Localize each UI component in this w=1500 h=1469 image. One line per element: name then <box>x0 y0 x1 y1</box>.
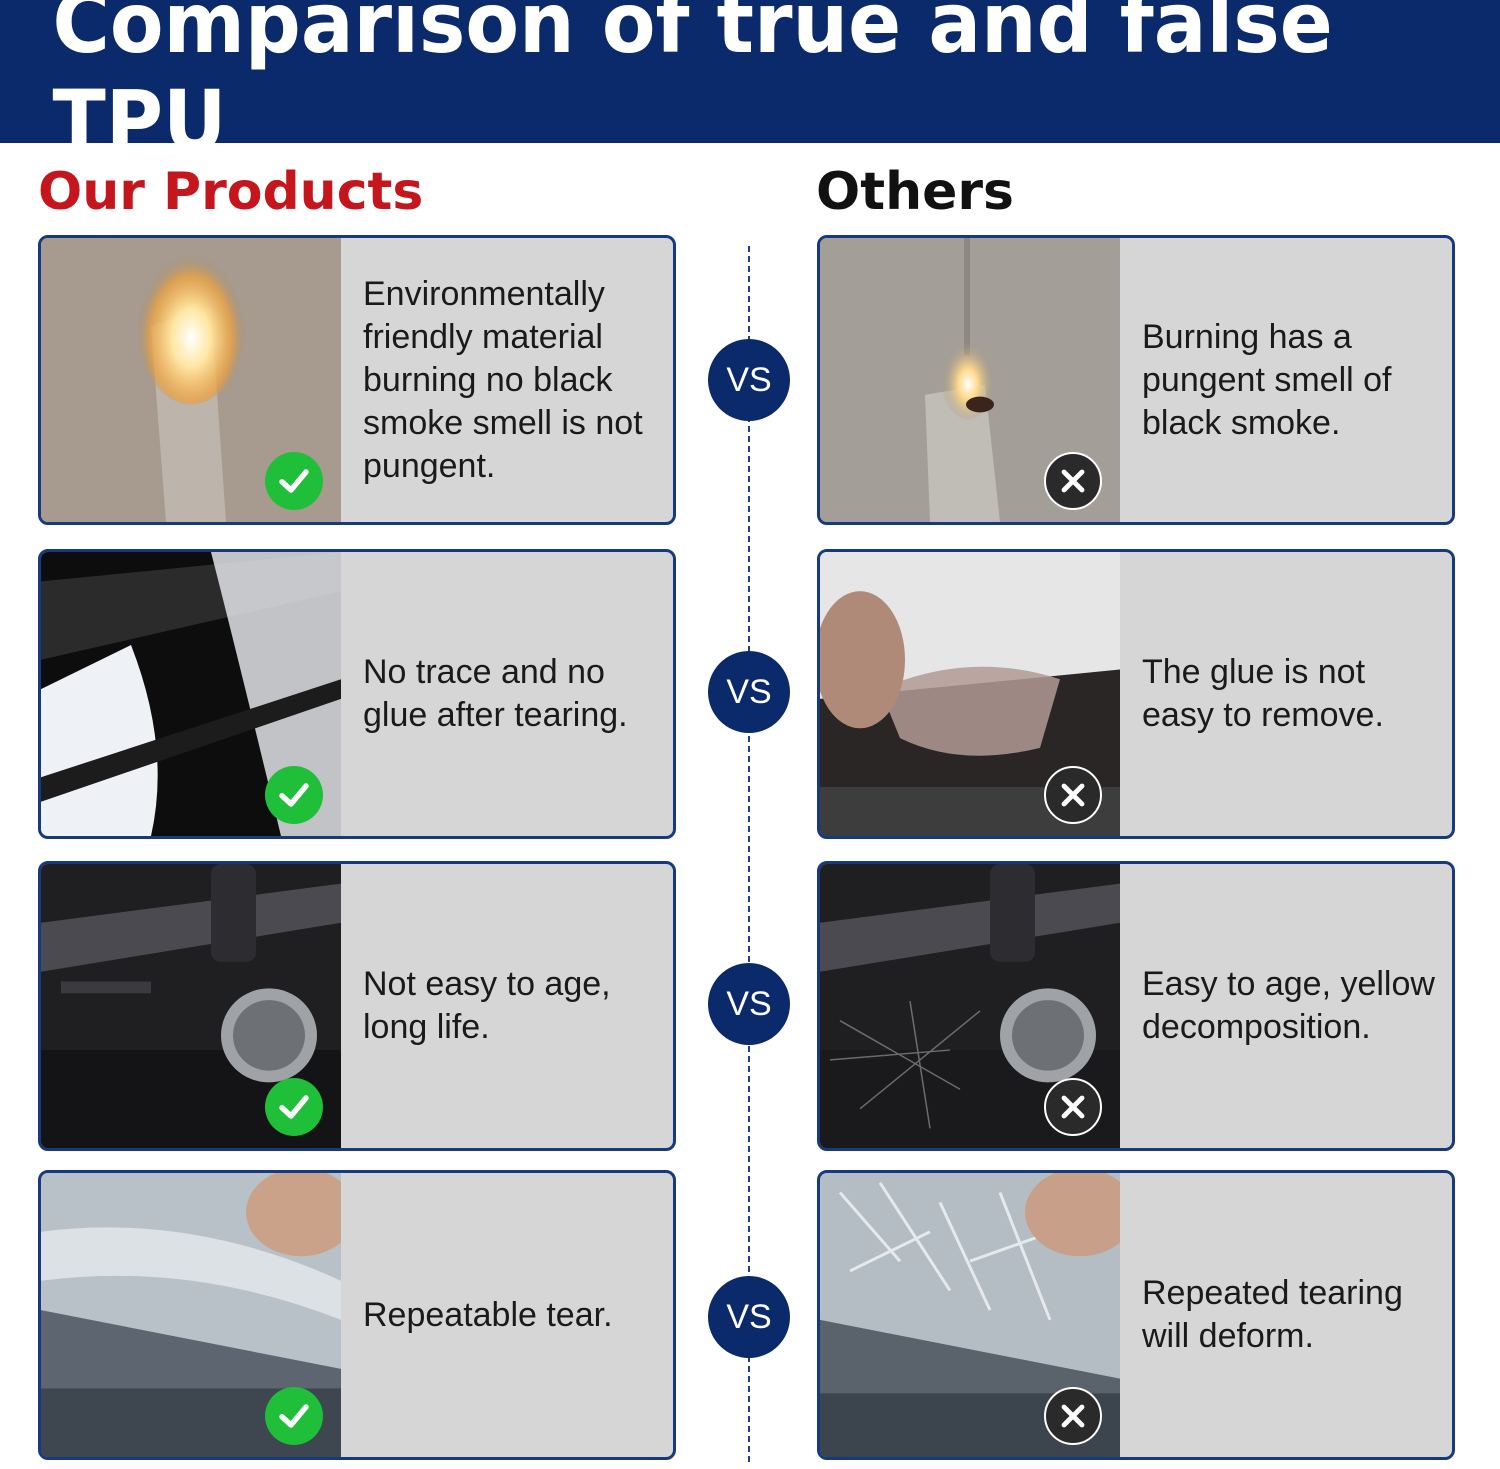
our-description: No trace and no glue after tearing. <box>363 653 628 734</box>
other-description: Burning has a pungent smell of black smo… <box>1142 317 1392 442</box>
vs-badge: VS <box>708 339 790 421</box>
header-banner: Comparison of true and false TPU <box>0 0 1500 170</box>
our-card-glue: No trace and no glue after tearing. <box>38 549 676 839</box>
other-card-tear: Repeated tearing will deform. <box>817 1170 1455 1460</box>
clean-peel-photo <box>41 552 341 836</box>
burning-smoke-photo <box>820 238 1120 522</box>
vs-divider <box>748 246 750 1462</box>
cross-icon <box>1044 1387 1102 1445</box>
other-description: Repeated tearing will deform. <box>1142 1274 1403 1355</box>
smooth-film-photo <box>41 1173 341 1457</box>
our-description: Not easy to age, long life. <box>363 965 611 1046</box>
other-description: The glue is not easy to remove. <box>1142 653 1384 734</box>
other-card-aging: Easy to age, yellow decomposition. <box>817 861 1455 1151</box>
other-card-burning: Burning has a pungent smell of black smo… <box>817 235 1455 525</box>
other-card-glue: The glue is not easy to remove. <box>817 549 1455 839</box>
our-card-tear: Repeatable tear. <box>38 1170 676 1460</box>
our-card-aging: Not easy to age, long life. <box>38 861 676 1151</box>
our-description: Environmentally friendly material burnin… <box>363 274 643 485</box>
our-description: Repeatable tear. <box>363 1295 613 1334</box>
vs-badge: VS <box>708 963 790 1045</box>
check-icon <box>265 766 323 824</box>
check-icon <box>265 452 323 510</box>
others-title: Others <box>816 162 1014 222</box>
cross-icon <box>1044 766 1102 824</box>
check-icon <box>265 1078 323 1136</box>
other-description: Easy to age, yellow decomposition. <box>1142 965 1435 1046</box>
cross-icon <box>1044 452 1102 510</box>
vs-badge: VS <box>708 1276 790 1358</box>
our-products-title: Our Products <box>38 162 424 222</box>
vs-badge: VS <box>708 651 790 733</box>
our-card-burning: Environmentally friendly material burnin… <box>38 235 676 525</box>
page-title: Comparison of true and false TPU <box>52 0 1333 170</box>
check-icon <box>265 1387 323 1445</box>
cross-icon <box>1044 1078 1102 1136</box>
